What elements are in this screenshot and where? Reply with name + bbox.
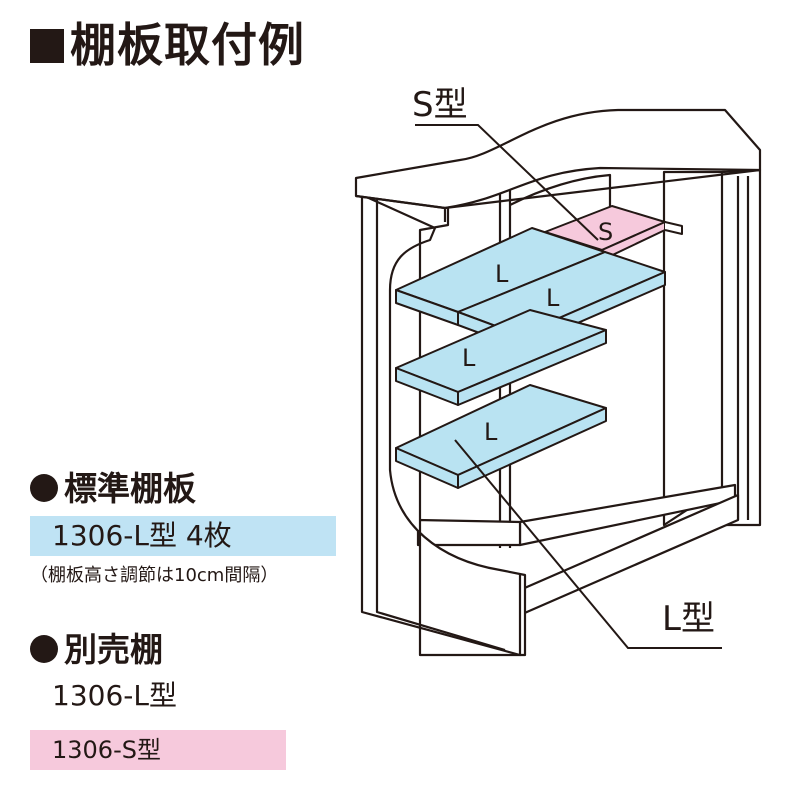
- bullet-dot-icon: [30, 474, 58, 502]
- page-title: 棚板取付例: [30, 22, 305, 68]
- shelf-s-bracket: [664, 221, 683, 235]
- square-bullet-icon: [30, 29, 64, 63]
- label-l-type: L型: [662, 599, 715, 639]
- standard-shelf-heading: 標準棚板: [30, 472, 196, 505]
- bullet-dot-icon: [30, 635, 58, 663]
- left-side-outline: [360, 195, 522, 657]
- optional-shelf-s: 1306-S型: [30, 730, 286, 770]
- optional-shelf-l: 1306-L型: [52, 679, 177, 712]
- standard-shelf-spec: 1306-L型 4枚: [30, 516, 336, 556]
- floor-edge: [416, 518, 522, 547]
- optional-shelf-heading: 別売棚: [30, 633, 163, 666]
- left-side-panel: [360, 193, 527, 657]
- shelf-s-letter: S: [598, 218, 613, 246]
- right-side-panel: [720, 168, 762, 527]
- left-side-groove: [375, 200, 506, 652]
- shelf-l-letter-1b: L: [546, 284, 560, 312]
- shelf-l-2-side: [457, 329, 607, 406]
- top-plate-edge: [355, 168, 761, 222]
- leader-line-l: [454, 439, 722, 649]
- inner-back-curve: [509, 173, 612, 210]
- label-s-type: S型: [412, 85, 468, 125]
- right-side-grooves: [736, 176, 750, 520]
- page-title-text: 棚板取付例: [70, 18, 305, 72]
- shelf-l-3-side: [457, 407, 607, 489]
- top-plate: [354, 108, 762, 210]
- shelf-height-note: （棚板高さ調節は10cm間隔）: [30, 565, 279, 586]
- shelf-l-letter-2: L: [462, 344, 476, 372]
- leader-line-s: [415, 124, 599, 241]
- shelf-l-letter-1a: L: [495, 260, 509, 288]
- shelf-l-letter-3: L: [484, 418, 498, 446]
